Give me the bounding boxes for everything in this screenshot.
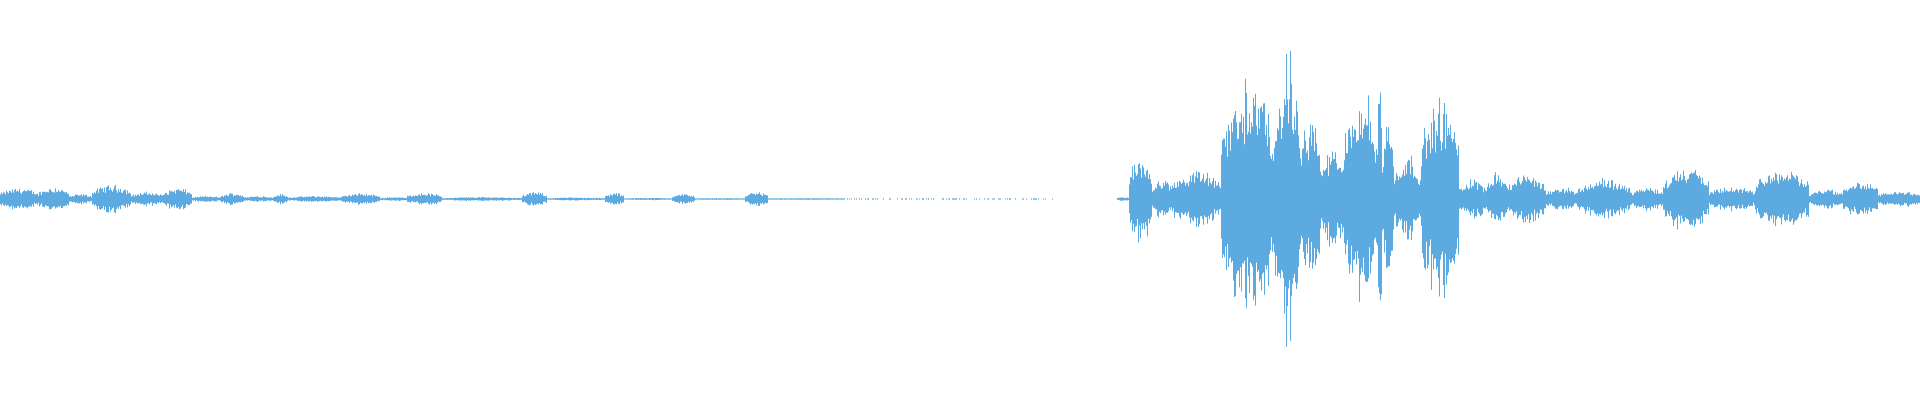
waveform-path bbox=[0, 51, 1920, 347]
waveform-trace bbox=[0, 51, 1920, 347]
